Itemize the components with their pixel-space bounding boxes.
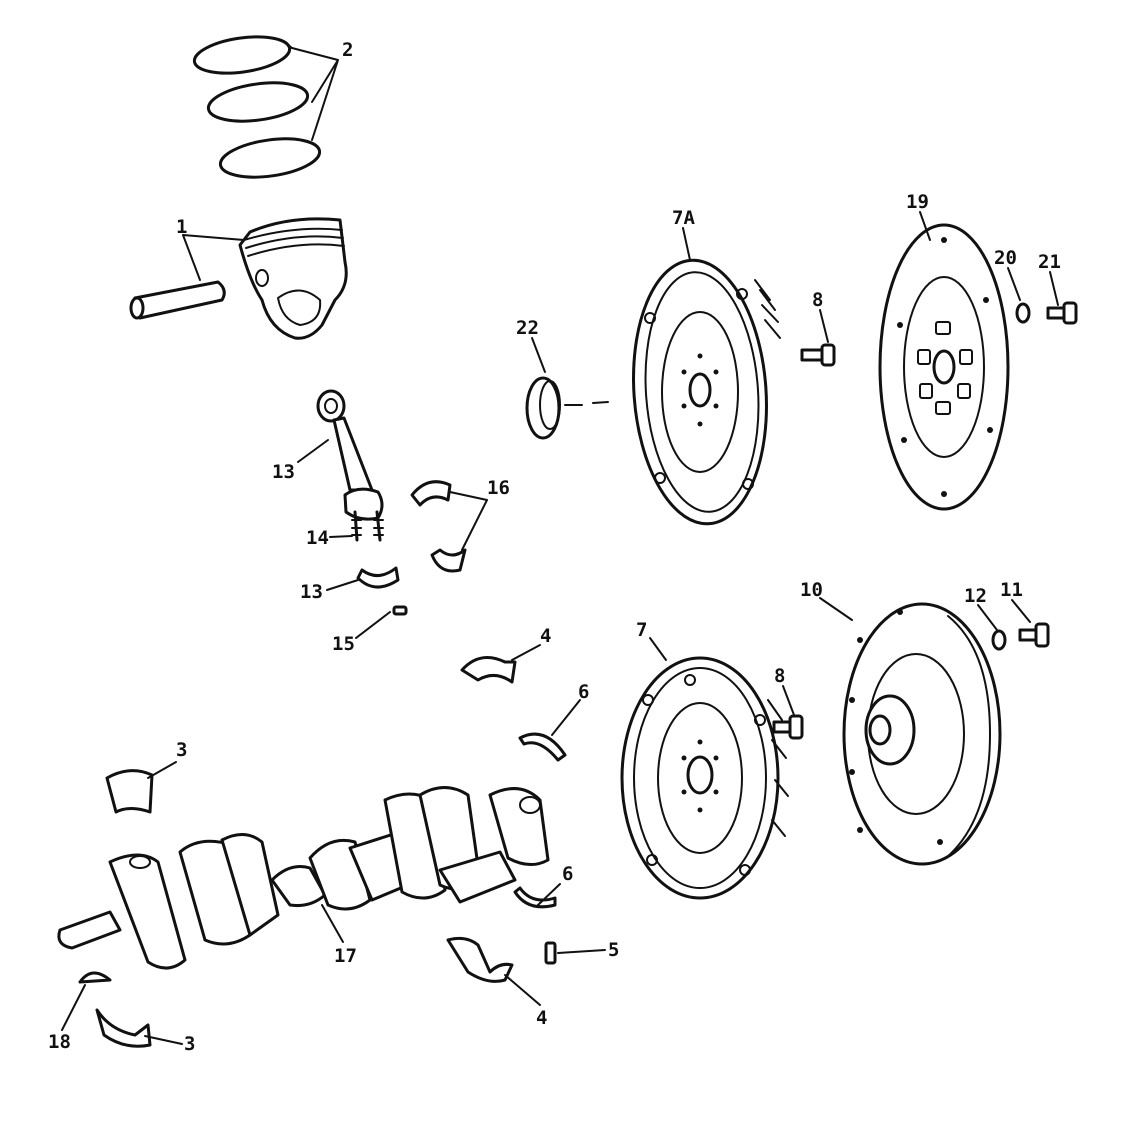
callout-11: 11 [1000,579,1023,601]
flywheel-bolt-upper [800,343,836,367]
bolt-11 [1018,622,1050,648]
main-bearing-lower [446,936,514,983]
drive-coupler [842,602,1002,866]
key-5 [544,941,557,965]
callout-8-upper: 8 [812,289,823,311]
callout-15: 15 [332,633,355,655]
thrust-washer-lower [513,886,557,909]
rod-bolts [351,510,384,542]
callout-17: 17 [334,945,357,967]
callout-6-upper: 6 [578,681,589,703]
flywheel-bolt-lower [772,714,804,740]
callout-4-upper: 4 [540,625,551,647]
callout-12: 12 [964,585,987,607]
woodruff-key [78,971,112,984]
rod-cap [356,566,400,589]
callout-20: 20 [994,247,1017,269]
piston-rings [192,35,322,179]
callout-8-lower: 8 [774,665,785,687]
callout-19: 19 [906,191,929,213]
callout-labels: 2 1 13 14 13 15 16 22 7A 8 19 20 21 4 6 … [48,39,1061,1055]
washer-12 [991,629,1007,651]
piston-pin [129,280,226,320]
callout-21: 21 [1038,251,1061,273]
callout-10: 10 [800,579,823,601]
callout-3-upper: 3 [176,739,187,761]
main-bearing-3-upper [105,769,154,814]
callout-3-lower: 3 [184,1033,195,1055]
connecting-rod [316,389,384,521]
callout-13-rod: 13 [272,461,295,483]
callout-13-cap: 13 [300,581,323,603]
leader-lines [61,47,1059,1045]
washer-20 [1015,302,1031,324]
callout-7a: 7A [672,207,695,229]
callout-4-lower: 4 [536,1007,547,1029]
flywheel-7 [620,656,789,900]
dowel-pin [392,605,408,616]
callout-5: 5 [608,939,619,961]
thrust-washer-upper [518,732,567,762]
bolt-21 [1046,301,1078,325]
callout-18: 18 [48,1031,71,1053]
callout-14: 14 [306,527,329,549]
main-bearing-upper [460,656,517,684]
callout-2: 2 [342,39,353,61]
crankshaft [57,786,550,970]
callout-6-lower: 6 [562,863,573,885]
crank-seal [525,376,609,440]
rod-bearings [410,480,467,573]
callout-7: 7 [636,619,647,641]
callout-22: 22 [516,317,539,339]
piston [238,217,348,340]
callout-1: 1 [176,216,187,238]
main-bearing-3-lower [95,1008,152,1048]
clutch-disc [878,223,1010,511]
flywheel-7a [632,258,781,526]
callout-16: 16 [487,477,510,499]
